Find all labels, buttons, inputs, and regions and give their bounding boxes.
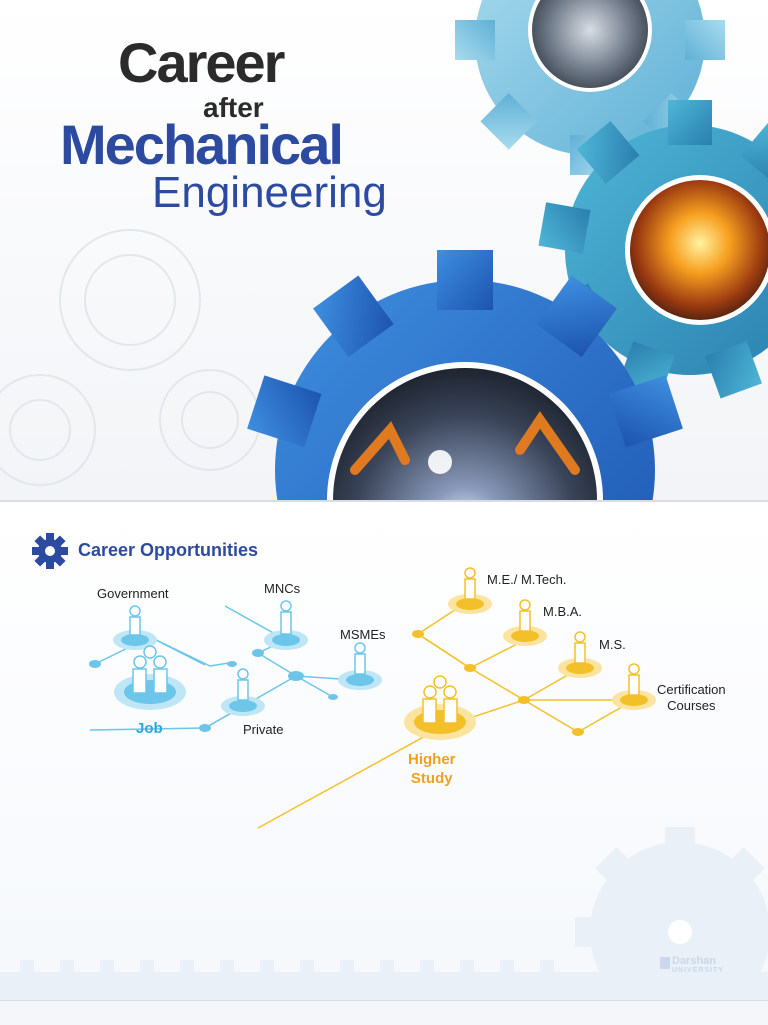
label-private: Private (243, 722, 284, 737)
person-icon-ms (558, 631, 602, 678)
label-higher: Higher (408, 751, 456, 768)
background-gear (0, 827, 768, 1000)
label-mncs: MNCs (264, 581, 301, 596)
label-government: Government (97, 586, 169, 601)
group-icon-job (114, 645, 186, 710)
gear-blue (247, 250, 683, 500)
gear-icon (32, 533, 68, 569)
person-icon-certification (612, 663, 656, 710)
label-courses: Courses (667, 698, 716, 713)
label-certification-courses: Certification Courses (657, 682, 726, 714)
label-msmes: MSMEs (340, 627, 386, 642)
study-network-nodes (412, 630, 584, 736)
label-mba: M.B.A. (543, 604, 583, 619)
darshan-logo-icon (660, 957, 670, 969)
person-icon-private (221, 668, 265, 716)
label-ms: M.S. (599, 637, 626, 652)
person-icon-government (113, 605, 157, 650)
job-network-nodes (89, 649, 338, 732)
cover-section: Career after Mechanical Engineering (0, 0, 768, 500)
label-certification: Certification (657, 682, 726, 697)
section-title: Career Opportunities (78, 540, 259, 560)
title-engineering: Engineering (152, 168, 387, 217)
label-job: Job (136, 720, 163, 737)
person-icon-mncs (264, 600, 308, 650)
brand-name: Darshan (672, 955, 717, 967)
cover-art (0, 0, 768, 500)
group-icon-higher-study (404, 675, 476, 740)
career-section (0, 502, 768, 1000)
person-icon-mba (503, 599, 547, 646)
label-me-mtech: M.E./ M.Tech. (487, 572, 567, 587)
brand-sub: UNIVERSITY (672, 967, 725, 974)
footer-strip (0, 1000, 768, 1025)
person-icon-msmes (338, 642, 382, 690)
label-study: Study (410, 770, 453, 787)
title-after: after (203, 92, 264, 123)
title-career: Career (118, 31, 285, 94)
person-icon-me-mtech (448, 567, 492, 614)
brand-logo: Darshan UNIVERSITY (672, 955, 724, 974)
label-higher-study: Higher Study (408, 750, 456, 788)
page-divider (0, 500, 768, 502)
gear-light (455, 0, 725, 175)
gear-teal (538, 100, 768, 399)
title-mechanical: Mechanical (60, 113, 344, 176)
